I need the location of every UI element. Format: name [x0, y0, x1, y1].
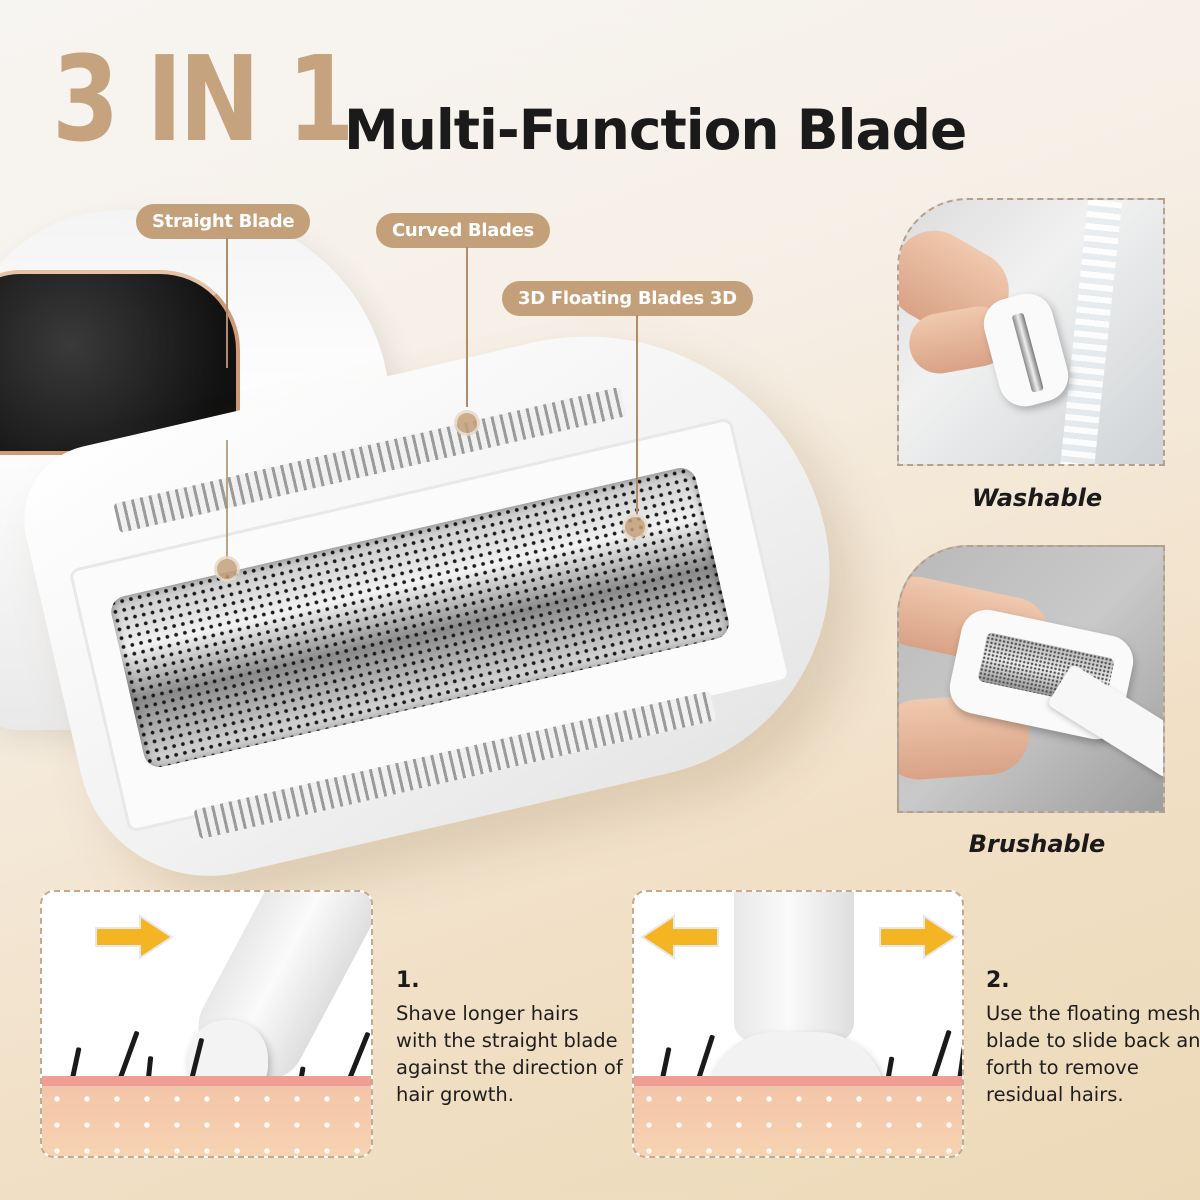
marker-dot: [454, 410, 480, 436]
marker-dot: [214, 556, 240, 582]
step-1-text: Shave longer hairs with the straight bla…: [396, 1002, 623, 1106]
step-2-number: 2.: [986, 968, 1010, 993]
caption-brushable: Brushable: [968, 830, 1106, 858]
right-arrow-icon: [95, 914, 174, 960]
running-water: [1059, 200, 1123, 464]
headline-3-in-1: 3 IN 1: [52, 30, 355, 168]
right-arrow-icon: [879, 914, 958, 960]
step-2-text: Use the floating mesh blade to slide bac…: [986, 1002, 1200, 1106]
headline-subtitle: Multi-Function Blade: [344, 98, 967, 162]
leader-line: [636, 315, 638, 515]
shaver-head-mini: [977, 287, 1075, 413]
shaver-body: [734, 892, 854, 1042]
left-arrow-icon: [640, 914, 719, 960]
step-1-number: 1.: [396, 968, 420, 993]
label-curved-blades: Curved Blades: [376, 213, 550, 248]
label-straight-blade: Straight Blade: [136, 204, 311, 239]
product-hero-image: [0, 190, 871, 902]
skin-cross-section: [42, 1076, 371, 1156]
leader-line: [226, 440, 228, 560]
step-1-illustration: [40, 890, 373, 1158]
label-3d-floating-blades: 3D Floating Blades 3D: [502, 281, 753, 316]
caption-washable: Washable: [971, 484, 1103, 512]
step-2-illustration: [632, 890, 964, 1158]
skin-cross-section: [634, 1076, 962, 1156]
leader-line: [466, 247, 468, 407]
marker-dot: [622, 514, 648, 540]
brushable-image: [897, 545, 1165, 813]
washable-image: [897, 198, 1165, 466]
leader-line: [226, 238, 228, 368]
